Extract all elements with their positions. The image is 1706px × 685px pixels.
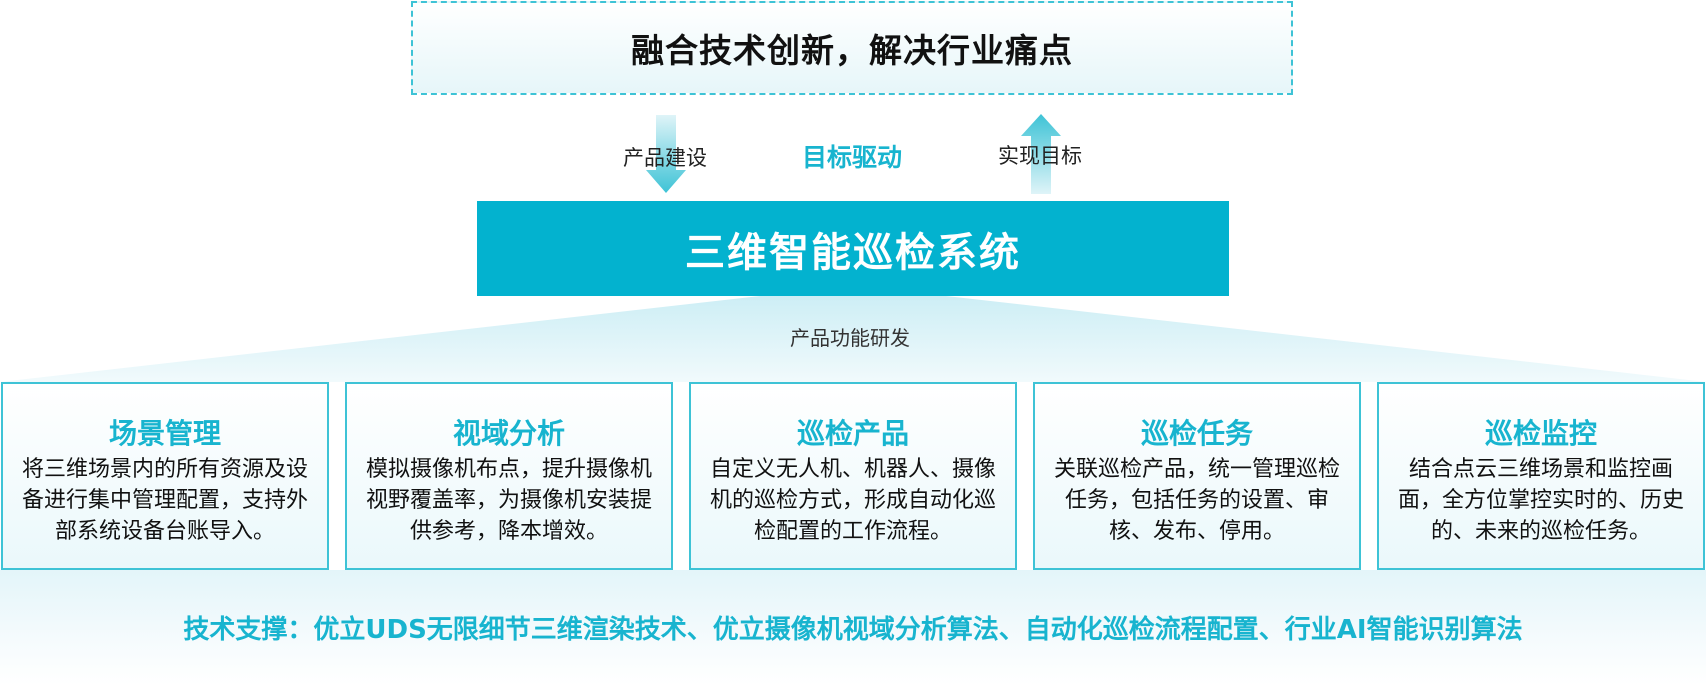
card-desc: 模拟摄像机布点，提升摄像机视野覆盖率，为摄像机安装提供参考，降本增效。 bbox=[365, 457, 652, 544]
achieve-goal-label: 实现目标 bbox=[998, 144, 1082, 168]
card-desc: 关联巡检产品，统一管理巡检任务，包括任务的设置、审核、发布、停用。 bbox=[1053, 457, 1340, 544]
card-desc: 将三维场景内的所有资源及设备进行集中管理配置，支持外部系统设备台账导入。 bbox=[21, 457, 308, 544]
card-inspection-monitor: 巡检监控 结合点云三维场景和监控画面，全方位掌控实时的、历史的、未来的巡检任务。 bbox=[1377, 382, 1705, 570]
tech-support-text: 技术支撑：优立UDS无限细节三维渲染技术、优立摄像机视域分析算法、自动化巡检流程… bbox=[183, 615, 1523, 645]
fan-gradient bbox=[0, 296, 1706, 382]
header-title: 融合技术创新，解决行业痛点 bbox=[631, 31, 1073, 70]
card-view-analysis: 视域分析 模拟摄像机布点，提升摄像机视野覆盖率，为摄像机安装提供参考，降本增效。 bbox=[345, 382, 673, 570]
product-dev-label: 产品功能研发 bbox=[790, 326, 910, 350]
card-title: 视域分析 bbox=[452, 417, 565, 450]
card-title: 场景管理 bbox=[108, 417, 221, 450]
card-title: 巡检监控 bbox=[1484, 417, 1597, 450]
arrow-up-icon bbox=[1021, 114, 1061, 194]
card-title: 巡检任务 bbox=[1140, 417, 1253, 450]
card-desc: 结合点云三维场景和监控画面，全方位掌控实时的、历史的、未来的巡检任务。 bbox=[1397, 457, 1684, 544]
product-build-label: 产品建设 bbox=[623, 146, 707, 170]
card-inspection-task: 巡检任务 关联巡检产品，统一管理巡检任务，包括任务的设置、审核、发布、停用。 bbox=[1033, 382, 1361, 570]
card-scene-management: 场景管理 将三维场景内的所有资源及设备进行集中管理配置，支持外部系统设备台账导入… bbox=[1, 382, 329, 570]
footer-band bbox=[0, 570, 1706, 685]
goal-driven-label: 目标驱动 bbox=[802, 143, 903, 172]
header-box: 融合技术创新，解决行业痛点 bbox=[411, 1, 1293, 95]
system-name: 三维智能巡检系统 bbox=[685, 229, 1021, 276]
card-title: 巡检产品 bbox=[796, 417, 909, 450]
card-inspection-product: 巡检产品 自定义无人机、机器人、摄像机的巡检方式，形成自动化巡检配置的工作流程。 bbox=[689, 382, 1017, 570]
card-desc: 自定义无人机、机器人、摄像机的巡检方式，形成自动化巡检配置的工作流程。 bbox=[709, 457, 996, 544]
arrow-down-icon bbox=[646, 115, 686, 193]
system-bar: 三维智能巡检系统 bbox=[477, 201, 1229, 296]
